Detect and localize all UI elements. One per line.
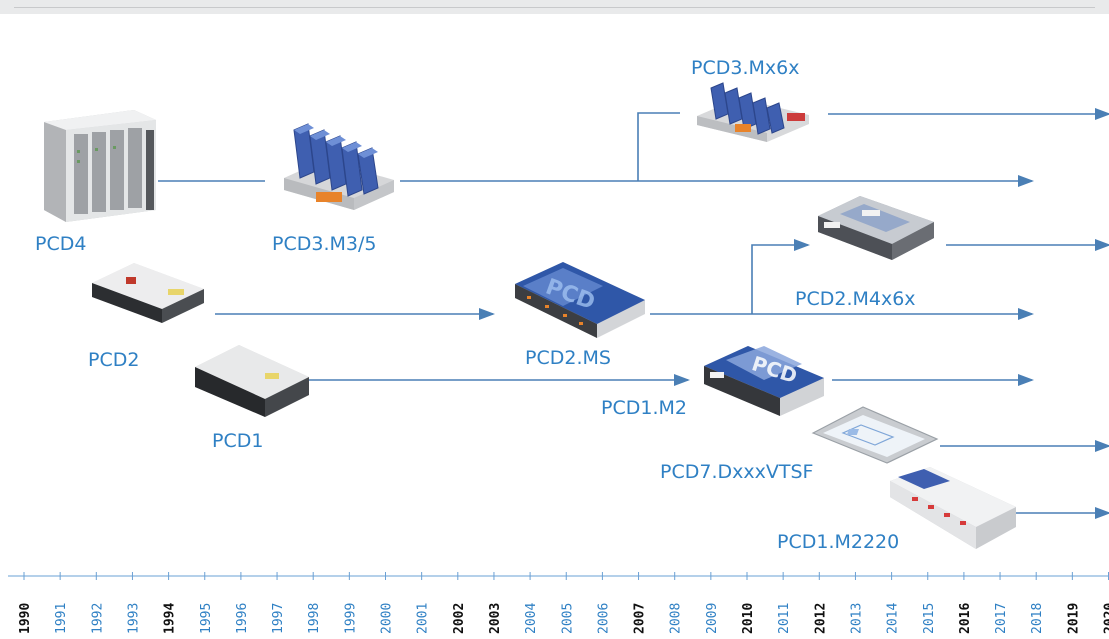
label-pcd3-m35: PCD3.M3/5 xyxy=(272,233,376,255)
timeline-axis: 1990 1991 1992 1993 1994 1995 1996 1997 1998 1999… xyxy=(8,572,1109,634)
connector-branch-to-pcd3-mx6x xyxy=(637,112,680,181)
compact-controller-icon xyxy=(195,345,309,417)
compact-controller-icon xyxy=(92,263,204,323)
year-ticks xyxy=(23,572,1109,580)
year-label: 2011 xyxy=(777,603,792,634)
label-pcd7-dxxxvtsf: PCD7.DxxxVTSF xyxy=(660,461,813,483)
year-label: 2009 xyxy=(705,603,720,634)
modular-controller-icon xyxy=(697,82,809,142)
label-pcd1: PCD1 xyxy=(212,430,263,452)
year-label: 1997 xyxy=(271,603,286,634)
year-label: 1994 xyxy=(163,603,178,634)
year-label: 2002 xyxy=(452,603,467,634)
top-bar xyxy=(0,0,1109,14)
year-label: 1992 xyxy=(90,603,105,634)
year-labels: 1990 1991 1992 1993 1994 1995 1996 1997 1998 1999… xyxy=(18,603,1109,634)
year-label: 2004 xyxy=(524,603,539,634)
year-label: 1991 xyxy=(54,603,69,634)
modular-controller-icon xyxy=(284,123,394,210)
year-label: 1996 xyxy=(235,603,250,634)
label-pcd1-m2: PCD1.M2 xyxy=(601,397,687,419)
year-label: 2018 xyxy=(1030,603,1045,634)
connector-branch-to-pcd2-m4x6x xyxy=(751,239,810,314)
din-controller-icon xyxy=(890,467,1016,549)
year-label: 2019 xyxy=(1066,603,1081,634)
year-label: 2008 xyxy=(669,603,684,634)
year-label: 2012 xyxy=(813,603,828,634)
year-label: 2014 xyxy=(886,603,901,634)
year-label: 2020 xyxy=(1103,603,1109,634)
year-label: 2016 xyxy=(958,603,973,634)
year-label: 2005 xyxy=(560,603,575,634)
label-pcd4: PCD4 xyxy=(35,233,86,255)
pcd-controller-icon: PCD xyxy=(515,262,645,338)
year-label: 2006 xyxy=(596,603,611,634)
year-label: 2013 xyxy=(849,603,864,634)
year-label: 2001 xyxy=(416,603,431,634)
year-label: 1998 xyxy=(307,603,322,634)
label-pcd2-ms: PCD2.MS xyxy=(525,347,611,369)
year-label: 2003 xyxy=(488,603,503,634)
rack-controller-icon xyxy=(44,110,156,222)
label-pcd2: PCD2 xyxy=(88,349,139,371)
year-label: 1999 xyxy=(343,603,358,634)
touch-panel-icon xyxy=(811,406,939,464)
year-label: 1993 xyxy=(126,603,141,634)
year-label: 2017 xyxy=(994,603,1009,634)
year-label: 1995 xyxy=(199,603,214,634)
label-pcd2-m4x6x: PCD2.M4x6x xyxy=(795,288,916,310)
year-label: 1990 xyxy=(18,603,33,634)
connectors xyxy=(158,108,1109,519)
year-label: 2010 xyxy=(741,603,756,634)
label-pcd1-m2220: PCD1.M2220 xyxy=(777,531,899,553)
year-label: 2007 xyxy=(633,603,648,634)
enclosed-controller-icon xyxy=(818,196,934,260)
pcd-controller-icon: PCD xyxy=(704,346,824,416)
label-pcd3-mx6x: PCD3.Mx6x xyxy=(691,57,799,79)
year-label: 2015 xyxy=(922,603,937,634)
year-label: 2000 xyxy=(380,603,395,634)
